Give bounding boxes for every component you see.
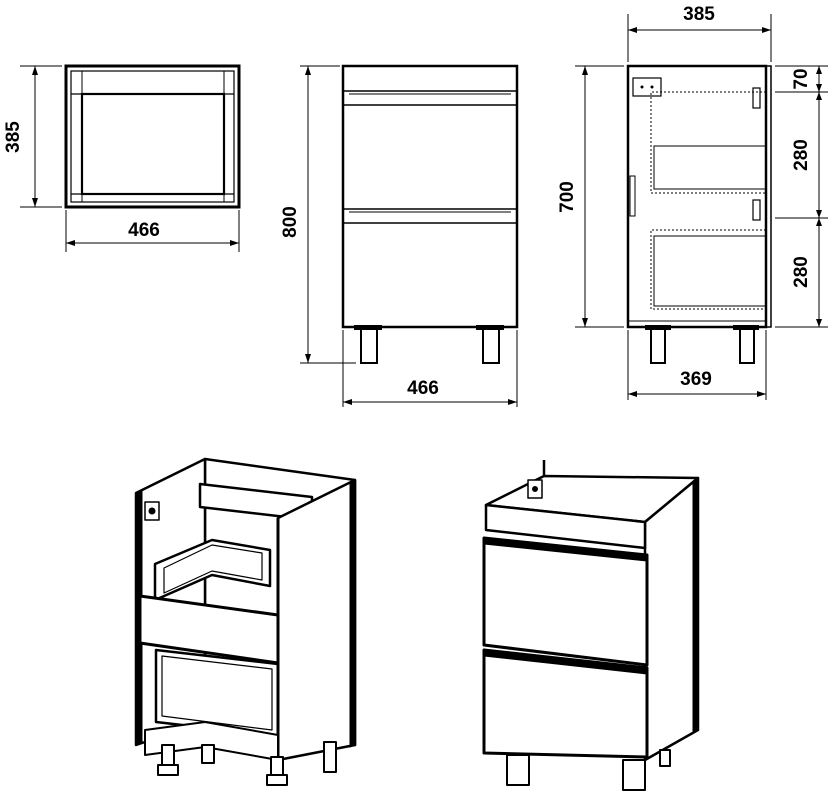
side-view-height-dimension: 700 [557, 181, 578, 213]
top-view-width-dimension: 466 [128, 220, 160, 241]
side-view-top-dimension: 385 [683, 4, 715, 25]
isometric-open-cabinet [134, 457, 357, 786]
segment-dimension-bottom: 280 [791, 256, 812, 288]
top-view-depth-dimension: 385 [3, 121, 24, 153]
front-view: 800 466 [280, 64, 519, 407]
side-view-bottom-dimension: 369 [680, 369, 712, 390]
front-view-height-dimension: 800 [280, 206, 301, 238]
side-view: 385 700 369 70 280 280 [557, 4, 828, 400]
front-view-width-dimension: 466 [407, 378, 439, 399]
top-view: 385 466 [3, 64, 241, 252]
segment-dimension-top: 70 [791, 68, 812, 89]
segment-dimension-middle: 280 [791, 139, 812, 171]
isometric-closed-cabinet [482, 460, 700, 791]
